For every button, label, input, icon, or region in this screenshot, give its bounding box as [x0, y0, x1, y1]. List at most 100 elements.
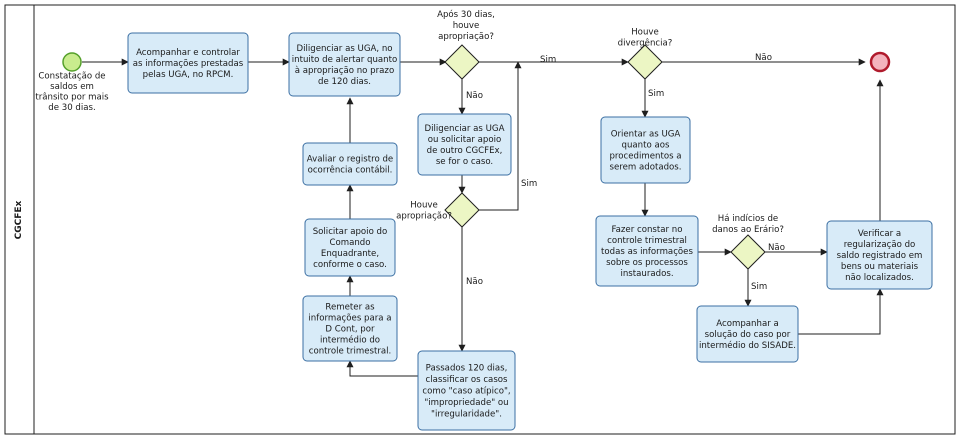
text-line: apropriação? — [438, 32, 494, 42]
gateway-houve-apropriacao — [444, 192, 480, 228]
pool-label: CGCFEx — [14, 200, 24, 239]
text-line: Diligenciar as UGA — [425, 124, 505, 134]
flow-passados-to-remeter — [346, 360, 418, 377]
text-line: intuito de alertar quanto — [292, 55, 398, 65]
text-line: "impropriedade" ou — [424, 398, 508, 408]
text-line: Acompanhar a — [716, 319, 779, 329]
text-line: de outro CGCFEx, — [427, 146, 503, 156]
text-line: Remeter as — [325, 303, 375, 313]
text-line: sobre os processos — [606, 258, 688, 268]
flow-label-nao-2: Não — [466, 277, 483, 287]
text-line: como "caso atípico", — [422, 387, 510, 397]
text-line: conforme o caso. — [313, 260, 387, 270]
text-line: intermédio do — [320, 335, 380, 346]
text-line: houve — [453, 21, 480, 31]
text-line: Houve — [410, 201, 438, 211]
text-line: Orientar as UGA — [611, 130, 681, 140]
text-line: ou solicitar apoio — [428, 135, 502, 145]
text-line: todas as informações — [601, 247, 693, 257]
gateway-indicios-danos — [730, 234, 766, 270]
flow-gateway2-sim — [479, 61, 522, 211]
gateway-houve-divergencia — [627, 44, 663, 80]
text-line: não localizados. — [845, 273, 914, 283]
text-line: Constatação de — [38, 71, 105, 81]
text-line: saldo registrado em — [837, 251, 923, 261]
text-line: de 30 dias. — [48, 103, 95, 113]
end-event — [869, 51, 891, 73]
text-line: bens ou materiais — [841, 262, 919, 272]
text-line: Houve — [631, 28, 659, 38]
text-line: as informações prestadas — [133, 59, 244, 69]
text-line: divergência? — [618, 38, 673, 49]
start-event — [62, 52, 82, 72]
text-line: D Cont, por — [325, 325, 375, 335]
text-line: Solicitar apoio do — [313, 227, 388, 237]
flow-label-nao-4: Não — [768, 243, 785, 253]
text-line: solução do caso por — [705, 330, 791, 340]
flow-sisade-to-verificar — [798, 288, 884, 335]
gateway-apos-30-dias — [444, 44, 480, 80]
flow-label-sim-1: Sim — [540, 55, 556, 65]
flow-label-sim-4: Sim — [751, 282, 767, 292]
text-line: regularização do — [844, 240, 916, 250]
text-line: de 120 dias. — [318, 77, 371, 87]
text-line: apropriação? — [396, 212, 452, 222]
text-line: trânsito por mais — [35, 92, 109, 102]
text-line: controle trimestral. — [309, 347, 392, 357]
text-line: pelas UGA, no RPCM. — [143, 70, 234, 80]
text-line: "irregularidade". — [431, 410, 502, 420]
text-line: Passados 120 dias, — [426, 364, 508, 374]
flow-label-sim-3: Sim — [648, 89, 664, 99]
text-line: Verificar a — [858, 229, 901, 239]
text-line: Há indícios de — [718, 214, 778, 224]
text-line: intermédio do SISADE. — [699, 340, 796, 351]
task-passados: Passados 120 dias,classificar os casos co… — [417, 350, 516, 431]
text-line: Avaliar o registro de — [307, 155, 393, 165]
text-line: procedimentos a — [609, 152, 681, 162]
text-line: Fazer constar no — [612, 225, 683, 235]
flow-label-nao-3: Não — [755, 53, 772, 63]
text-line: se for o caso. — [436, 157, 493, 167]
text-line: Comando — [329, 238, 370, 248]
text-line: classificar os casos — [425, 375, 508, 385]
text-line: Após 30 dias, — [437, 9, 495, 20]
text-line: saldos em — [50, 82, 94, 92]
sequence-flows — [82, 58, 884, 377]
text-line: à apropriação no prazo — [295, 66, 394, 76]
text-line: controle trimestral — [607, 236, 687, 246]
text-line: danos ao Erário? — [712, 225, 784, 235]
text-line: quanto aos — [622, 141, 670, 151]
text-line: serem adotados. — [609, 163, 681, 173]
svg-text:Passados 120 dias,classificar: Passados 120 dias,classificar os casos co… — [422, 364, 510, 420]
text-line: instaurados. — [620, 269, 673, 279]
text-line: Enquadrante, — [321, 249, 379, 259]
flow-label-nao-1: Não — [466, 91, 483, 101]
text-line: informações para a — [308, 314, 391, 324]
text-line: Diligenciar as UGA, no — [296, 44, 392, 54]
